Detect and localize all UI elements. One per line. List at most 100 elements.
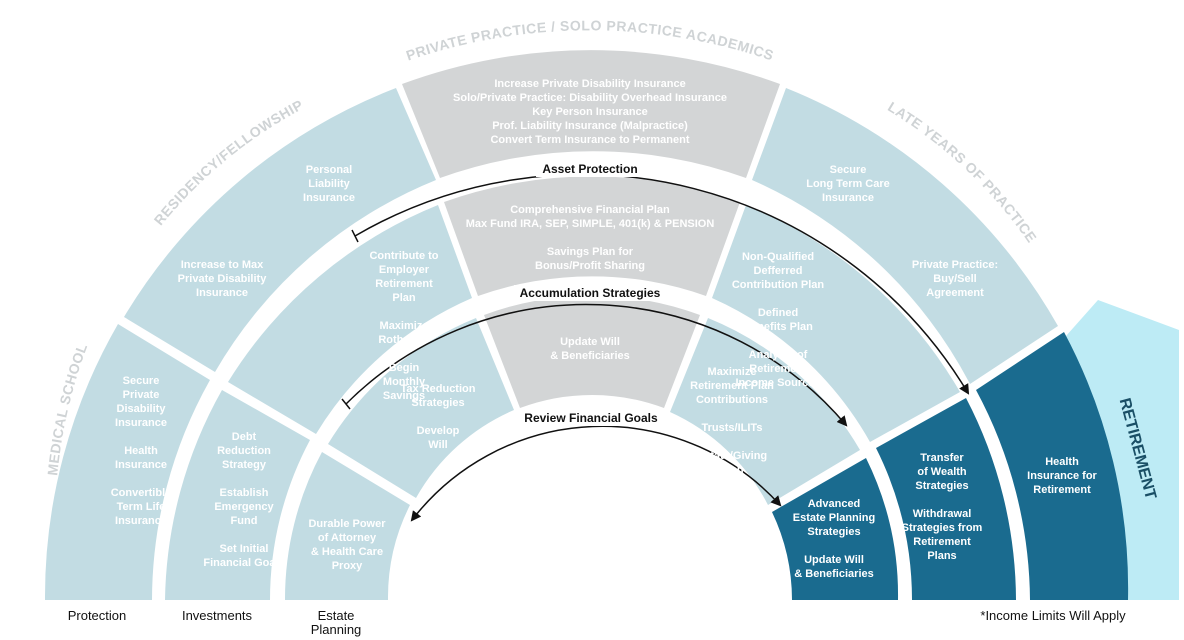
middle-late-line: Benefits Plan [743, 321, 813, 333]
outer-med-line: Term Life [117, 501, 166, 513]
outer-late1-line: Insurance [822, 192, 874, 204]
inner-res-line: Strategies [411, 397, 464, 409]
outer-pp-line: Key Person Insurance [532, 106, 648, 118]
accumulation-label-bg [514, 285, 666, 301]
middle-ret-line: Transfer [920, 452, 964, 464]
middle-late-line: Defferred [754, 265, 803, 277]
outer-late2-line: Buy/Sell [933, 273, 976, 285]
middle-ret-line: Strategies from [902, 522, 983, 534]
middle-late-line: Defined [758, 307, 798, 319]
inner-ret-line: Update Will [804, 554, 864, 566]
inner-ret-line: Strategies [807, 526, 860, 538]
inner-pp-line: & Beneficiaries [550, 350, 629, 362]
outer-late1-line: Secure [830, 164, 867, 176]
outer-res2-line: Private Disability [178, 273, 268, 285]
bottom-label-protection: Protection [68, 608, 127, 623]
outer-seg-retirement [976, 332, 1129, 600]
outer-late2-line: Agreement [926, 287, 984, 299]
inner-late-line: Retirement Plan [690, 380, 774, 392]
middle-med-line: Financial Goals [203, 557, 284, 569]
outer-res2-line: Increase to Max [181, 259, 264, 271]
middle-ret-line [940, 494, 943, 506]
retirement-cyan-band [1058, 300, 1179, 600]
inner-med-line: of Attorney [318, 532, 377, 544]
inner-ret-line: Estate Planning [793, 512, 876, 524]
outer-med-line: Insurance [115, 417, 167, 429]
middle-res-line: Roth IRA* [378, 334, 430, 346]
asset-protection-label: Asset Protection [542, 162, 637, 176]
inner-late-line: Estate/Giving [697, 450, 767, 462]
outer-ret-line: Retirement [1033, 484, 1091, 496]
middle-res-line: Contribute to [369, 250, 438, 262]
asset-protection-label-bg [536, 161, 644, 177]
outer-res1-line: Liability [308, 178, 350, 190]
outer-pp-line: Convert Term Insurance to Permanent [490, 134, 689, 146]
outer-pp-line: Increase Private Disability Insurance [494, 78, 685, 90]
middle-seg-medical [165, 390, 310, 600]
outer-ret-line: Insurance for [1027, 470, 1097, 482]
outer-med-line: Disability [117, 403, 167, 415]
outer-med-line: Health [124, 445, 158, 457]
outer-res1-line: Insurance [303, 192, 355, 204]
middle-med-line: Establish [220, 487, 269, 499]
middle-med-line: Emergency [214, 501, 274, 513]
outer-med-line [139, 431, 142, 443]
middle-med-line: Reduction [217, 445, 271, 457]
inner-seg-private-practice [484, 295, 700, 408]
middle-pp-line: Max Fund IRA, SEP, SIMPLE, 401(k) & PENS… [466, 218, 715, 230]
outer-med-line: Insurance [115, 459, 167, 471]
inner-seg-late-years [670, 318, 860, 505]
middle-late-line: Income Sources [736, 377, 821, 389]
inner-res-line: Tax Reduction [401, 383, 476, 395]
middle-res-line: Plan [392, 292, 416, 304]
inner-med-line: Proxy [332, 560, 363, 572]
middle-pp-line: Savings Plan for [547, 246, 634, 258]
middle-pp-line [588, 232, 591, 244]
outer-med-line: Secure [123, 375, 160, 387]
inner-ret-line [832, 540, 835, 552]
middle-res-line [402, 306, 405, 318]
inner-res-line [436, 411, 439, 423]
middle-seg-private-practice [444, 176, 740, 296]
asset-protection-arrow [354, 173, 970, 395]
outer-seg-late-years [752, 88, 1058, 384]
middle-ret-line: Withdrawal [913, 508, 972, 520]
middle-ret-line: Strategies [915, 480, 968, 492]
middle-late-line [776, 335, 779, 347]
inner-res-line: Develop [417, 425, 460, 437]
middle-late-line: Analysis of [749, 349, 808, 361]
middle-seg-retirement [876, 398, 1016, 600]
inner-pp-text: Update Will & Beneficiaries [550, 336, 629, 362]
middle-med-line: Set Initial [220, 543, 269, 555]
inner-pp-line: Update Will [560, 336, 620, 348]
inner-late-line: Trusts/ILITs [702, 422, 763, 434]
bottom-label-investments: Investments [182, 608, 253, 623]
income-limits-note: *Income Limits Will Apply [980, 608, 1126, 623]
middle-pp-line: Bonus/Profit Sharing [535, 260, 645, 272]
bottom-label-estate: Estate [318, 608, 355, 623]
middle-late-line: Non-Qualified [742, 251, 814, 263]
inner-med-line: & Health Care [311, 546, 383, 558]
middle-ret-line: of Wealth [917, 466, 967, 478]
inner-late-line [730, 436, 733, 448]
inner-med-line: Durable Power [308, 518, 386, 530]
middle-med-line: Strategy [222, 459, 267, 471]
outer-med-line [139, 473, 142, 485]
inner-ret-line: & Beneficiaries [794, 568, 873, 580]
review-label: Review Financial Goals [524, 411, 658, 425]
middle-res-line: Employer [379, 264, 430, 276]
